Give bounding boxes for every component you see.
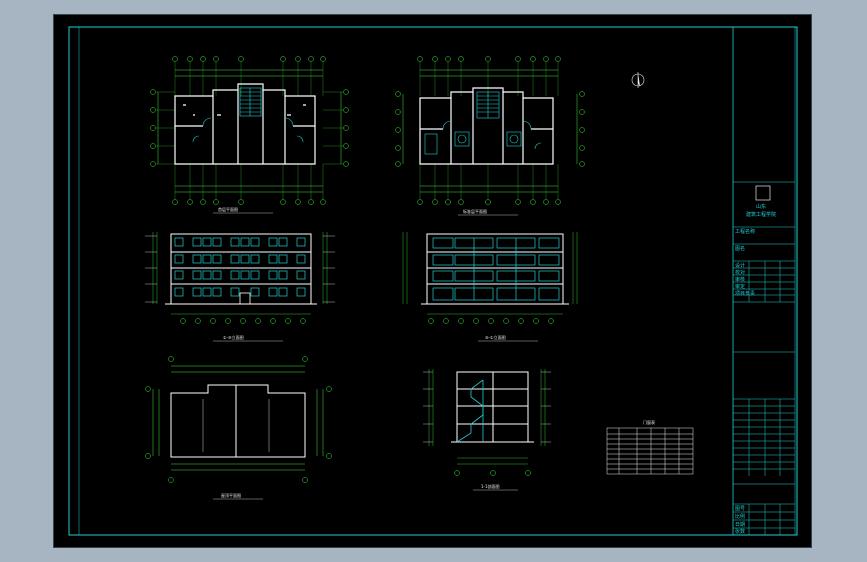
front-elevation-title: ①-⑨立面图 (223, 334, 244, 340)
inner-frame (78, 26, 796, 536)
title-block-date-label: 日期 (735, 522, 746, 528)
drawing-sheet: 首层平面图 (53, 14, 812, 548)
title-block-project-label: 工程名称 (735, 229, 756, 235)
ground-floor-plan: 首层平面图 (150, 56, 349, 214)
roof-plan-title: 屋顶平面图 (221, 492, 241, 498)
entry-door (239, 292, 251, 305)
rear-elevation: ⑨-①立面图 (402, 232, 578, 342)
title-block-approver-label: 审定 (735, 284, 746, 290)
door-window-schedule: 门窗表 (606, 419, 694, 475)
rear-elevation-title: ⑨-①立面图 (485, 334, 506, 340)
front-elevation: ①-⑨立面图 (145, 232, 335, 342)
schedule-title: 门窗表 (643, 419, 655, 425)
title-block-drawing-label: 图名 (735, 246, 746, 252)
title-block-checker-label: 校对 (735, 270, 746, 276)
title-block-sheets-label: 张数 (735, 529, 746, 535)
title-block-lead-label: 项目负责 (735, 291, 756, 297)
cad-drawing: 首层平面图 (68, 26, 798, 536)
standard-floor-plan: 标准层平面图 (395, 56, 585, 216)
roof-plan: 屋顶平面图 (145, 356, 332, 500)
title-block (733, 181, 795, 535)
title-block-designer-label: 设计 (735, 263, 746, 269)
section-view: 1-1剖面图 (423, 369, 551, 491)
title-block-school: 山东 (756, 204, 767, 210)
title-block-scale-label: 比例 (735, 514, 746, 520)
school-logo (755, 185, 771, 201)
section-title: 1-1剖面图 (481, 483, 500, 489)
ground-plan-title: 首层平面图 (218, 206, 238, 212)
standard-plan-title: 标准层平面图 (463, 208, 487, 214)
title-block-number-label: 图号 (735, 506, 746, 512)
title-block-reviewer-label: 审核 (735, 277, 746, 283)
title-block-school-sub: 建筑工程学院 (746, 212, 777, 218)
north-arrow-icon (631, 72, 645, 88)
